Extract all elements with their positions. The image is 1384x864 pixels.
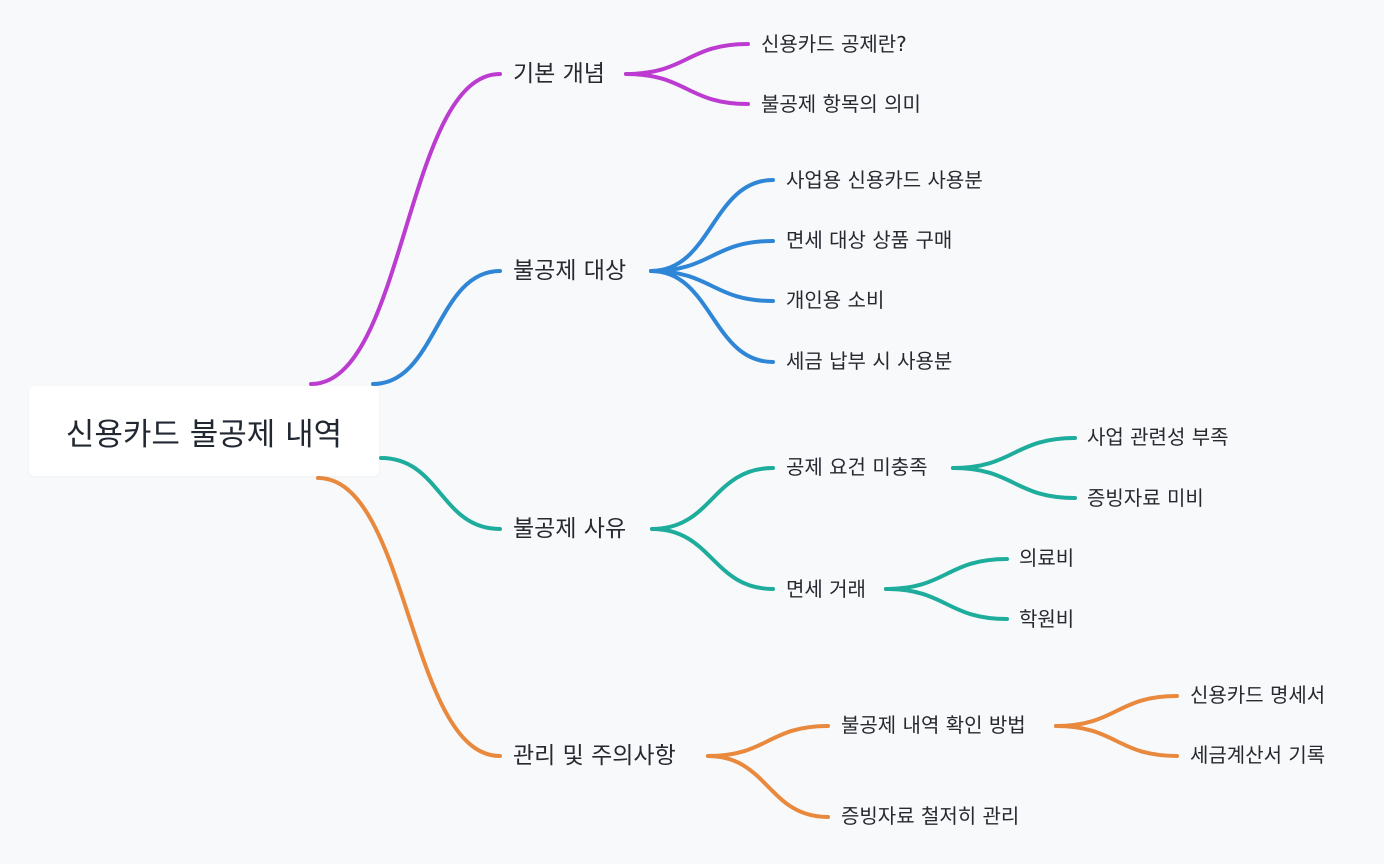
connector-line [1054,694,1179,728]
connector-line [649,269,775,364]
sub-node[interactable]: 불공제 내역 확인 방법 [841,713,1026,737]
leaf-node[interactable]: 증빙자료 철저히 관리 [841,804,1020,828]
leaf-node[interactable]: 면세 대상 상품 구매 [786,228,953,252]
leaf-node[interactable]: 불공제 항목의 의미 [761,92,921,116]
sub-node[interactable]: 공제 요건 미충족 [786,455,928,479]
branch-node-nondeductible-reasons[interactable]: 불공제 사유 [513,516,627,542]
connector-line [1054,724,1179,758]
branch-node-nondeductible-targets[interactable]: 불공제 대상 [513,258,627,284]
connector-line [371,269,502,386]
leaf-node[interactable]: 사업용 신용카드 사용분 [786,168,983,192]
branch-node-basic-concept[interactable]: 기본 개념 [513,61,605,87]
connector-line [706,754,830,819]
connector-line [624,72,750,106]
connector-line [650,527,775,591]
root-node[interactable]: 신용카드 불공제 내역 [29,386,379,476]
connector-line [624,42,750,76]
connector-line [884,587,1009,621]
leaf-node[interactable]: 학원비 [1019,607,1075,631]
leaf-node[interactable]: 사업 관련성 부족 [1087,425,1229,449]
connector-line [884,557,1009,591]
connector-line [951,436,1077,470]
connector-line [706,724,830,758]
branch-node-management-notes[interactable]: 관리 및 주의사항 [513,743,676,769]
leaf-node[interactable]: 신용카드 공제란? [761,32,907,56]
leaf-node[interactable]: 증빙자료 미비 [1087,486,1204,510]
leaf-node[interactable]: 신용카드 명세서 [1190,683,1326,707]
connector-line [316,476,502,758]
leaf-node[interactable]: 개인용 소비 [786,288,885,312]
leaf-node[interactable]: 세금계산서 기록 [1190,743,1326,767]
connector-line [649,178,775,273]
connector-line [309,72,502,386]
leaf-node[interactable]: 세금 납부 시 사용분 [786,349,953,373]
connector-line [379,456,502,531]
connector-line [650,466,775,531]
connector-line [951,466,1077,500]
connector-line [649,239,775,273]
leaf-node[interactable]: 의료비 [1019,546,1075,570]
sub-node[interactable]: 면세 거래 [786,577,866,601]
